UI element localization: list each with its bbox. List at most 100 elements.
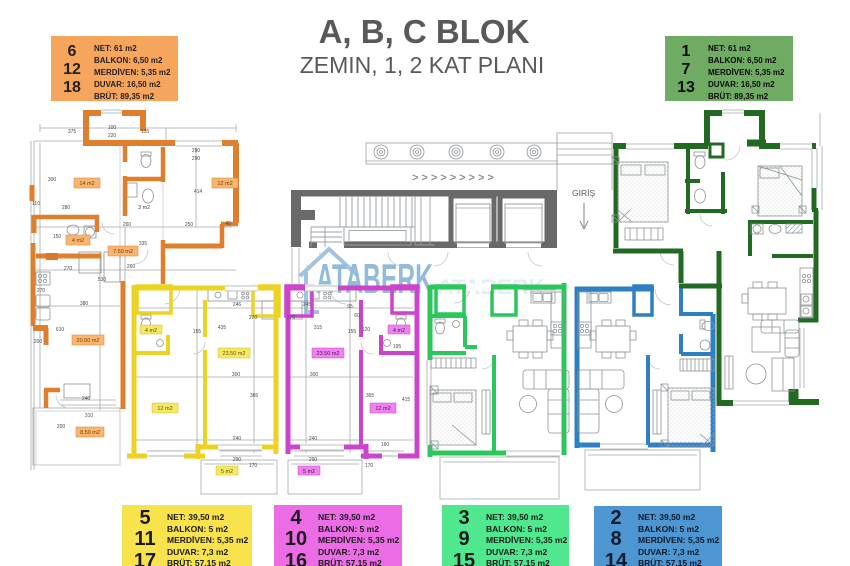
- svg-text:4: 4: [290, 507, 302, 529]
- svg-text:300: 300: [310, 372, 319, 378]
- svg-text:BRÜT: 57,15 m2: BRÜT: 57,15 m2: [318, 558, 382, 566]
- svg-text:270: 270: [37, 288, 46, 294]
- svg-text:6: 6: [68, 43, 77, 60]
- svg-text:MERDİVEN: 5,35 m2: MERDİVEN: 5,35 m2: [318, 535, 400, 545]
- svg-text:100: 100: [108, 125, 117, 131]
- svg-text:530: 530: [98, 277, 107, 283]
- svg-text:DUVAR: 16,50 m2: DUVAR: 16,50 m2: [708, 80, 775, 89]
- svg-text:23.50 m2: 23.50 m2: [317, 351, 340, 357]
- svg-text:9: 9: [458, 528, 469, 550]
- svg-text:MERDİVEN: 5,35 m2: MERDİVEN: 5,35 m2: [94, 68, 171, 77]
- svg-text:160: 160: [381, 442, 390, 448]
- svg-text:240: 240: [82, 396, 91, 402]
- svg-text:250: 250: [185, 222, 194, 228]
- svg-text:270: 270: [249, 315, 258, 321]
- svg-text:BRÜT: 57,15 m2: BRÜT: 57,15 m2: [638, 558, 702, 566]
- svg-text:220: 220: [108, 133, 117, 139]
- svg-text:5: 5: [139, 507, 150, 529]
- svg-text:300: 300: [48, 177, 57, 183]
- svg-text:DUVAR: 7,3 m2: DUVAR: 7,3 m2: [486, 547, 548, 557]
- svg-text:335: 335: [139, 241, 148, 247]
- svg-text:14: 14: [605, 550, 628, 566]
- svg-text:5 m2: 5 m2: [303, 469, 315, 475]
- svg-text:7: 7: [682, 61, 691, 78]
- svg-text:23.50 m2: 23.50 m2: [223, 351, 246, 357]
- svg-text:BALKON: 6,50 m2: BALKON: 6,50 m2: [94, 56, 163, 65]
- svg-text:NET: 39,50 m2: NET: 39,50 m2: [486, 512, 543, 522]
- svg-text:NET: 61 m2: NET: 61 m2: [708, 44, 751, 53]
- svg-text:260: 260: [127, 264, 136, 270]
- svg-text:435: 435: [218, 325, 227, 331]
- svg-text:290: 290: [309, 457, 318, 463]
- svg-text:120: 120: [362, 327, 371, 333]
- svg-text:BALKON: 5 m2: BALKON: 5 m2: [318, 524, 379, 534]
- svg-text:290: 290: [192, 148, 201, 154]
- svg-text:ATABERK: ATABERK: [316, 255, 433, 302]
- svg-text:BALKON: 5 m2: BALKON: 5 m2: [486, 524, 547, 534]
- svg-text:195: 195: [393, 344, 402, 350]
- svg-text:12 m2: 12 m2: [375, 406, 390, 412]
- svg-text:290: 290: [192, 156, 201, 162]
- svg-text:16: 16: [285, 550, 307, 566]
- svg-text:135: 135: [141, 129, 150, 135]
- svg-text:DUVAR: 7,3 m2: DUVAR: 7,3 m2: [167, 547, 229, 557]
- svg-text:3: 3: [458, 507, 469, 529]
- svg-text:NET: 61 m2: NET: 61 m2: [94, 44, 137, 53]
- svg-text:200: 200: [34, 339, 43, 345]
- svg-text:260: 260: [123, 222, 132, 228]
- svg-text:20.50 m2: 20.50 m2: [77, 338, 100, 344]
- svg-text:170: 170: [249, 463, 258, 469]
- svg-text:300: 300: [232, 372, 241, 378]
- svg-text:MERDİVEN: 5,35 m2: MERDİVEN: 5,35 m2: [638, 535, 720, 545]
- svg-text:40: 40: [225, 221, 231, 227]
- svg-text:7.50 m2: 7.50 m2: [113, 249, 133, 255]
- svg-text:MERDİVEN: 5,35 m2: MERDİVEN: 5,35 m2: [167, 535, 249, 545]
- svg-text:245: 245: [303, 302, 312, 308]
- svg-text:NET: 39,50 m2: NET: 39,50 m2: [318, 512, 375, 522]
- svg-text:3 m2: 3 m2: [138, 205, 150, 211]
- svg-text:310: 310: [85, 413, 94, 419]
- svg-text:BALKON: 5 m2: BALKON: 5 m2: [638, 524, 699, 534]
- svg-text:12: 12: [63, 61, 81, 78]
- svg-text:365: 365: [250, 393, 259, 399]
- svg-text:315: 315: [314, 325, 323, 331]
- svg-text:10: 10: [285, 528, 307, 550]
- svg-text:380: 380: [80, 301, 89, 307]
- svg-text:12 m2: 12 m2: [157, 406, 172, 412]
- svg-text:NET: 39,50 m2: NET: 39,50 m2: [638, 512, 695, 522]
- svg-text:270: 270: [287, 315, 296, 321]
- svg-text:240: 240: [309, 436, 318, 442]
- svg-text:200: 200: [57, 424, 66, 430]
- svg-text:DUVAR: 16,50 m2: DUVAR: 16,50 m2: [94, 80, 161, 89]
- svg-text:BRÜT: 89,35 m2: BRÜT: 89,35 m2: [94, 92, 155, 101]
- svg-text:MERDİVEN: 5,35 m2: MERDİVEN: 5,35 m2: [486, 535, 568, 545]
- svg-text:DUVAR: 7,3 m2: DUVAR: 7,3 m2: [638, 547, 700, 557]
- svg-text:8.50 m2: 8.50 m2: [80, 430, 100, 436]
- svg-text:240: 240: [233, 436, 242, 442]
- svg-text:155: 155: [193, 329, 202, 335]
- svg-text:BRÜT: 57,15 m2: BRÜT: 57,15 m2: [167, 558, 231, 566]
- svg-text:2: 2: [610, 507, 621, 529]
- svg-text:11: 11: [134, 528, 155, 550]
- svg-text:13: 13: [677, 79, 695, 96]
- svg-text:415: 415: [402, 397, 411, 403]
- svg-text:1: 1: [682, 43, 691, 60]
- svg-text:95: 95: [347, 304, 353, 310]
- svg-text:BALKON: 6,50 m2: BALKON: 6,50 m2: [708, 56, 777, 65]
- svg-text:A, B, C BLOK: A, B, C BLOK: [319, 13, 530, 50]
- svg-text:8: 8: [610, 528, 621, 550]
- svg-text:17: 17: [134, 550, 156, 566]
- svg-text:BRÜT: 57,15 m2: BRÜT: 57,15 m2: [486, 558, 550, 566]
- svg-text:NET: 39,50 m2: NET: 39,50 m2: [167, 512, 224, 522]
- svg-text:4 m2: 4 m2: [393, 328, 405, 334]
- svg-text:BALKON: 5 m2: BALKON: 5 m2: [167, 524, 228, 534]
- svg-text:155: 155: [348, 329, 357, 335]
- svg-text:170: 170: [365, 463, 374, 469]
- svg-text:4 m2: 4 m2: [145, 328, 157, 334]
- svg-text:610: 610: [56, 327, 65, 333]
- svg-text:280: 280: [62, 205, 71, 211]
- svg-text:365: 365: [366, 393, 375, 399]
- svg-text:GIRİŞ: GIRİŞ: [572, 188, 595, 198]
- svg-text:15: 15: [453, 550, 475, 566]
- svg-text:ZEMIN, 1, 2 KAT PLANI: ZEMIN, 1, 2 KAT PLANI: [300, 52, 545, 78]
